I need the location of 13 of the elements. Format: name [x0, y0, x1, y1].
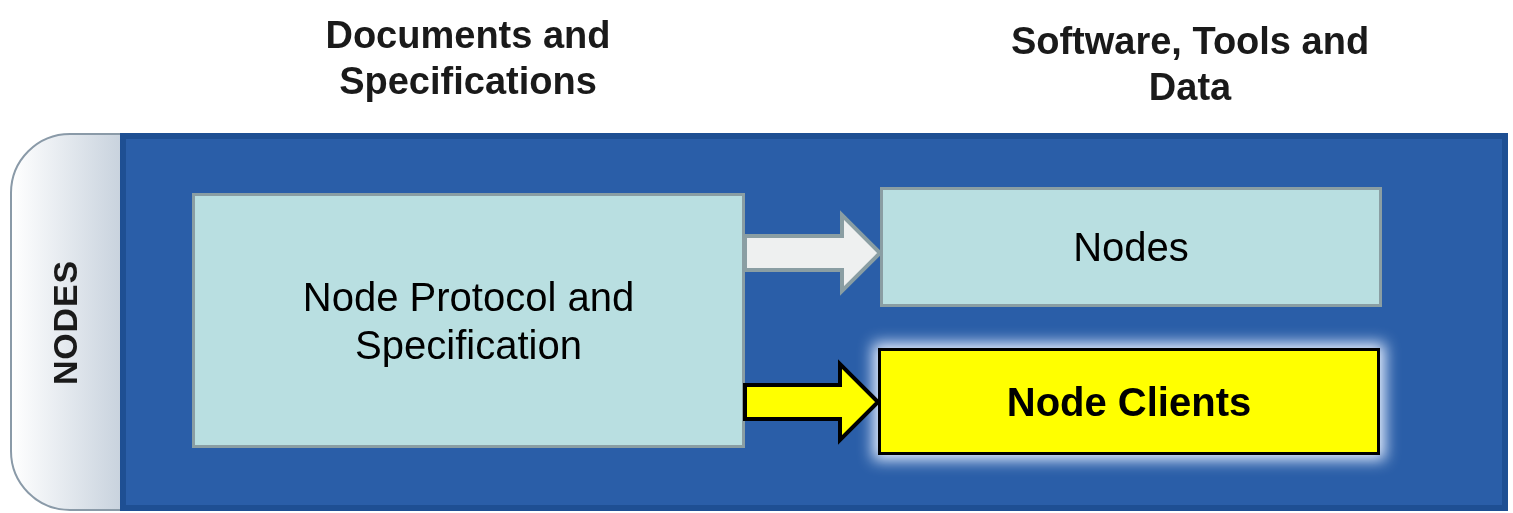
process-box	[880, 187, 1382, 307]
node-label: Nodes	[1073, 224, 1189, 271]
panel	[120, 133, 1508, 511]
node-label: Node Protocol and Specification	[301, 273, 636, 369]
node-label: Node Clients	[1006, 378, 1252, 426]
column-heading: Documents and Specifications	[324, 13, 612, 104]
process-box	[192, 193, 745, 448]
node-label: NODES	[45, 259, 86, 385]
side-tab	[10, 133, 122, 511]
block-arrow	[743, 359, 881, 445]
block-arrow	[743, 210, 883, 296]
highlight-box	[878, 348, 1380, 455]
column-heading: Software, Tools and Data	[1009, 19, 1371, 110]
